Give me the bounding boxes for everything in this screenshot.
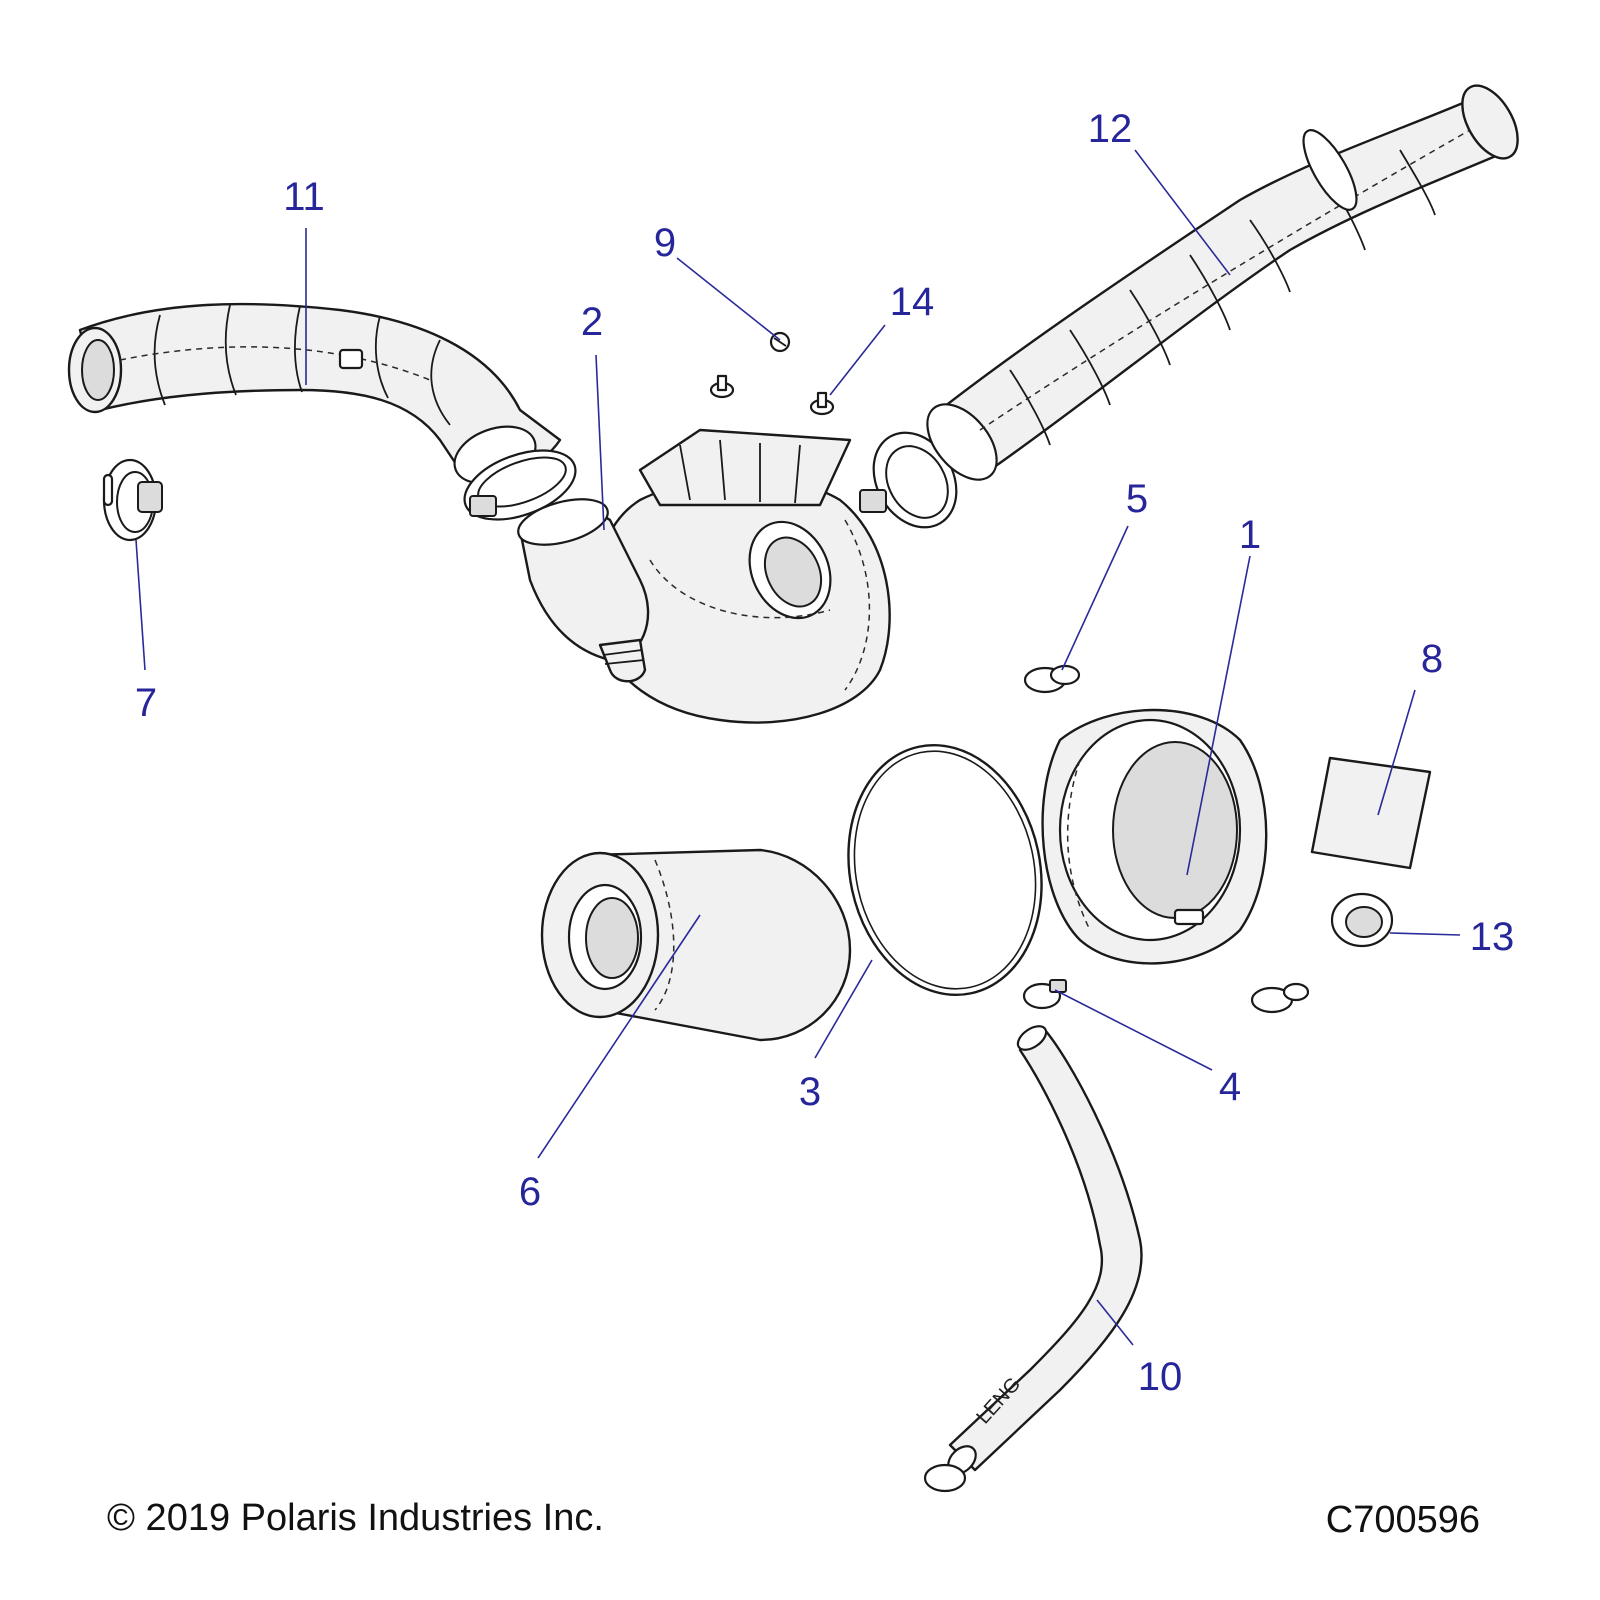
drain-hose: LENG (923, 1025, 1143, 1493)
callout-2: 2 (581, 300, 603, 344)
hose-clamp-left (102, 458, 163, 542)
decal-label (1310, 756, 1432, 870)
air-box-cover (1041, 708, 1268, 965)
callout-5: 5 (1126, 477, 1148, 521)
grommet (1330, 892, 1394, 948)
callout-7: 7 (135, 681, 157, 725)
callout-14: 14 (890, 280, 935, 324)
leader-lines (135, 149, 1461, 1346)
air-filter (540, 848, 852, 1042)
callout-6: 6 (519, 1170, 541, 1214)
screw-14-a (709, 374, 735, 399)
callout-9: 9 (654, 221, 676, 265)
screws (709, 331, 835, 416)
air-box-housing (517, 428, 958, 724)
callout-1: 1 (1239, 513, 1261, 557)
callout-3: 3 (799, 1070, 821, 1114)
seal-ring (847, 743, 1043, 997)
drawing-number: C700596 (1326, 1499, 1480, 1541)
clamp-4 (1022, 979, 1067, 1010)
hose-clamp-duct-left (463, 449, 577, 521)
clip-5 (1023, 664, 1081, 694)
callouts: 1 2 3 4 5 6 7 8 9 10 11 12 13 14 (135, 107, 1514, 1399)
callout-13: 13 (1470, 915, 1515, 959)
copyright-notice: © 2019 Polaris Industries Inc. (107, 1497, 604, 1539)
callout-11: 11 (283, 175, 325, 219)
screw-14-b (809, 391, 835, 416)
callout-12: 12 (1088, 107, 1133, 151)
callout-10: 10 (1138, 1355, 1183, 1399)
callout-8: 8 (1421, 637, 1443, 681)
callout-4: 4 (1219, 1065, 1241, 1109)
clip-cover (1250, 982, 1310, 1014)
intake-duct-right (926, 84, 1519, 481)
